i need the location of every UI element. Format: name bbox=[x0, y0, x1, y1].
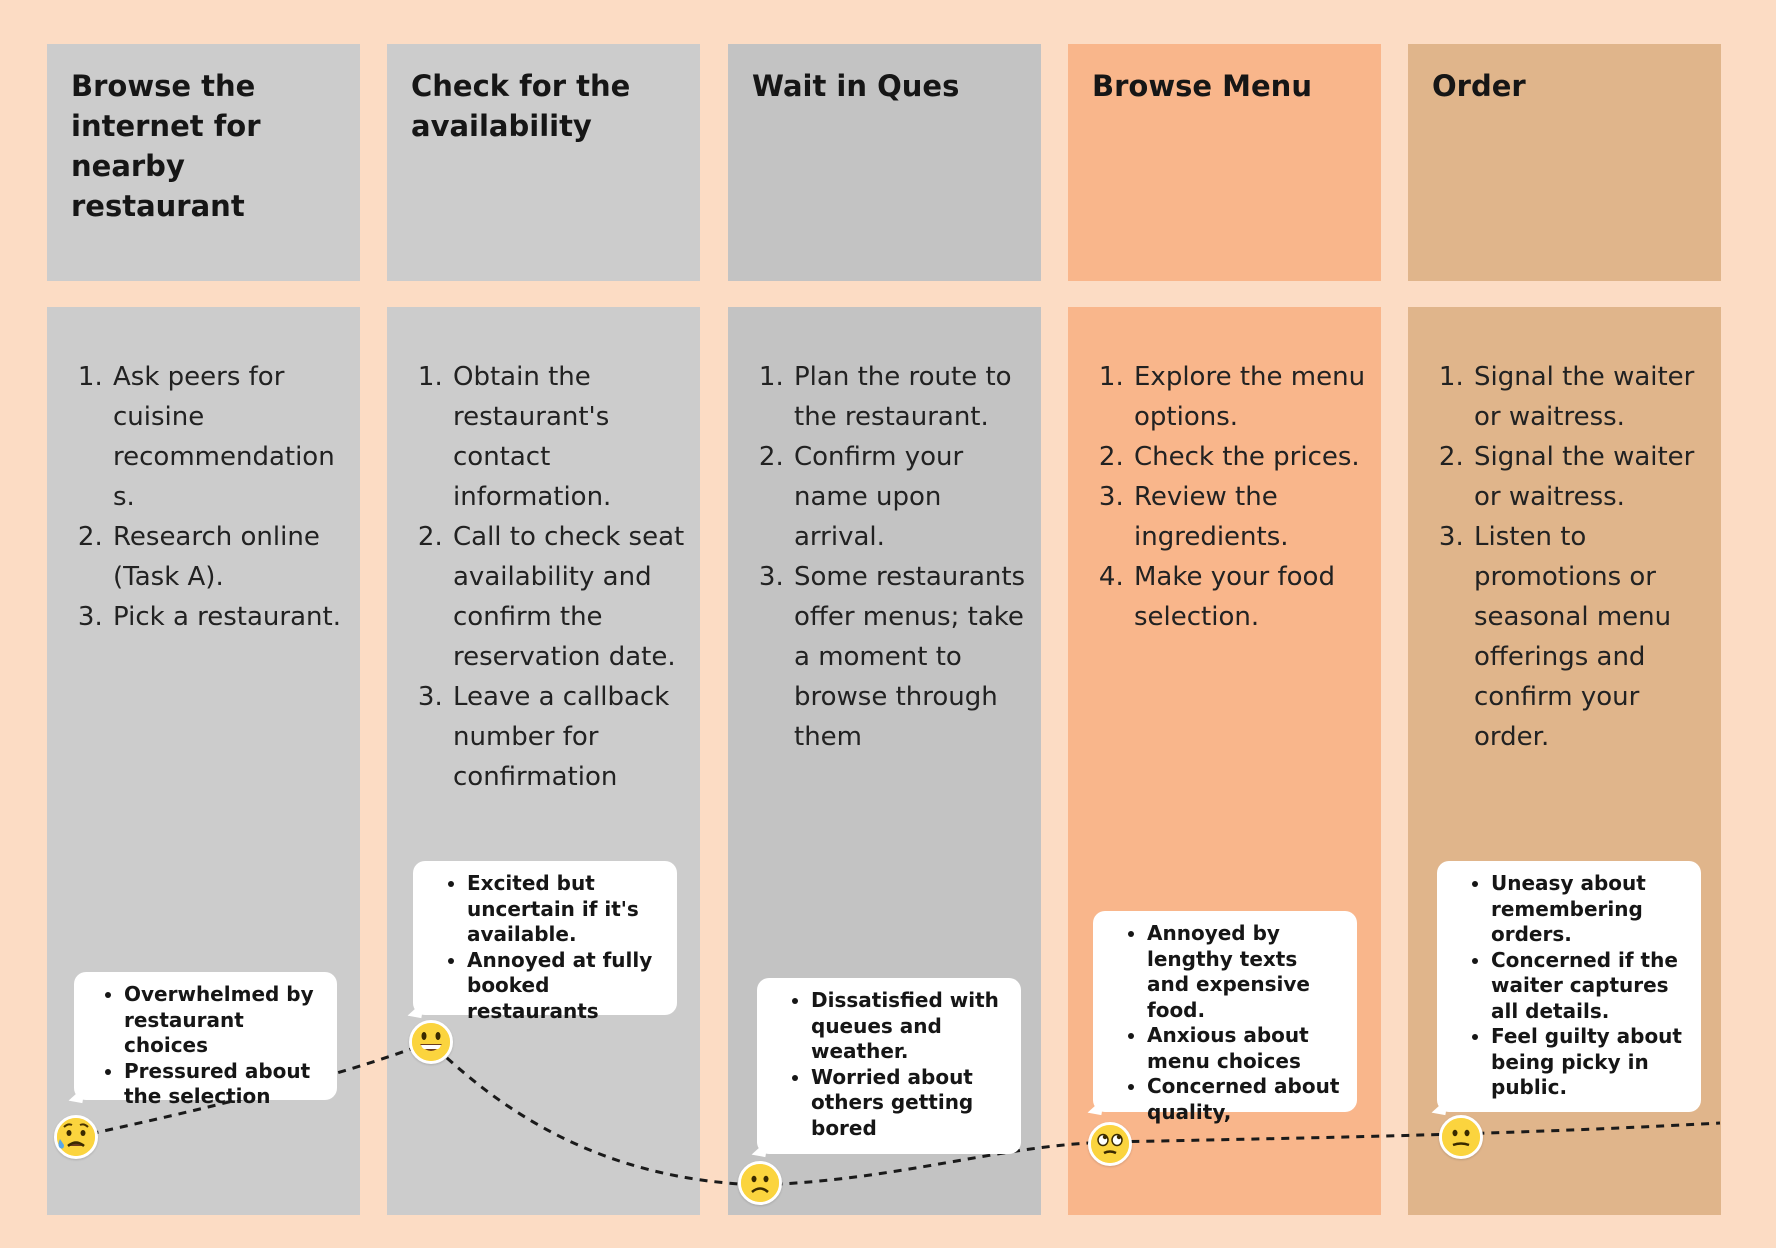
stage-title: Browse Menu bbox=[1092, 69, 1312, 103]
eye-roll-face-icon bbox=[1088, 1122, 1132, 1166]
stage-header-browse-internet: Browse the internet for nearby restauran… bbox=[47, 44, 360, 281]
step-item: Signal the waiter or waitress. bbox=[1472, 357, 1707, 437]
step-item: Review the ingredients. bbox=[1132, 477, 1367, 557]
feeling-item: Anxious about menu choices bbox=[1147, 1023, 1343, 1074]
step-item: Obtain the restaurant's contact informat… bbox=[451, 357, 686, 517]
feeling-item: Dissatisfied with queues and weather. bbox=[811, 988, 1007, 1065]
stage-header-check-availability: Check for the availability bbox=[387, 44, 700, 281]
steps-list: Obtain the restaurant's contact informat… bbox=[417, 357, 686, 797]
feelings-bubble-browse-internet: Overwhelmed by restaurant choices Pressu… bbox=[74, 972, 337, 1108]
stage-title: Order bbox=[1432, 69, 1526, 103]
step-item: Call to check seat availability and conf… bbox=[451, 517, 686, 677]
feeling-item: Overwhelmed by restaurant choices bbox=[124, 982, 323, 1059]
step-item: Signal the waiter or waitress. bbox=[1472, 437, 1707, 517]
step-item: Leave a callback number for confirmation bbox=[451, 677, 686, 797]
step-item: Confirm your name upon arrival. bbox=[792, 437, 1027, 557]
stage-title: Check for the availability bbox=[411, 69, 631, 143]
happy-face-icon bbox=[409, 1020, 453, 1064]
stage-steps-check-availability: Obtain the restaurant's contact informat… bbox=[387, 307, 700, 1215]
feelings-bubble-order: Uneasy about remembering orders. Concern… bbox=[1437, 861, 1701, 1112]
step-item: Explore the menu options. bbox=[1132, 357, 1367, 437]
feelings-bubble-check-availability: Excited but uncertain if it's available.… bbox=[413, 861, 677, 1023]
steps-list: Explore the menu options. Check the pric… bbox=[1098, 357, 1367, 637]
feeling-item: Feel guilty about being picky in public. bbox=[1491, 1024, 1687, 1101]
feelings-list: Uneasy about remembering orders. Concern… bbox=[1445, 871, 1687, 1101]
feelings-bubble-browse-menu: Annoyed by lengthy texts and expensive f… bbox=[1093, 911, 1357, 1124]
steps-list: Signal the waiter or waitress. Signal th… bbox=[1438, 357, 1707, 757]
feeling-item: Uneasy about remembering orders. bbox=[1491, 871, 1687, 948]
step-item: Plan the route to the restaurant. bbox=[792, 357, 1027, 437]
feeling-item: Concerned about quality, bbox=[1147, 1074, 1343, 1125]
confused-face-icon bbox=[1439, 1115, 1483, 1159]
step-item: Ask peers for cuisine recommendation s. bbox=[111, 357, 346, 517]
stage-title: Wait in Ques bbox=[752, 69, 960, 103]
feelings-list: Annoyed by lengthy texts and expensive f… bbox=[1101, 921, 1343, 1125]
step-item: Pick a restaurant. bbox=[111, 597, 346, 637]
step-item: Some restaurants offer menus; take a mom… bbox=[792, 557, 1027, 757]
frowning-face-icon bbox=[738, 1161, 782, 1205]
step-item: Research online (Task A). bbox=[111, 517, 346, 597]
feelings-bubble-wait-in-queue: Dissatisfied with queues and weather. Wo… bbox=[757, 978, 1021, 1154]
feeling-item: Concerned if the waiter captures all det… bbox=[1491, 948, 1687, 1025]
feeling-item: Worried about others getting bored bbox=[811, 1065, 1007, 1142]
stage-header-browse-menu: Browse Menu bbox=[1068, 44, 1381, 281]
feeling-item: Annoyed at fully booked restaurants bbox=[467, 948, 663, 1025]
feeling-item: Pressured about the selection bbox=[124, 1059, 323, 1110]
steps-list: Plan the route to the restaurant. Confir… bbox=[758, 357, 1027, 757]
anxious-sweat-icon bbox=[54, 1115, 98, 1159]
step-item: Check the prices. bbox=[1132, 437, 1367, 477]
step-item: Listen to promotions or seasonal menu of… bbox=[1472, 517, 1707, 757]
stage-header-wait-in-queue: Wait in Ques bbox=[728, 44, 1041, 281]
feeling-item: Excited but uncertain if it's available. bbox=[467, 871, 663, 948]
feelings-list: Dissatisfied with queues and weather. Wo… bbox=[765, 988, 1007, 1141]
feelings-list: Excited but uncertain if it's available.… bbox=[421, 871, 663, 1024]
feelings-list: Overwhelmed by restaurant choices Pressu… bbox=[82, 982, 323, 1110]
stage-header-order: Order bbox=[1408, 44, 1721, 281]
stage-title: Browse the internet for nearby restauran… bbox=[71, 69, 261, 223]
steps-list: Ask peers for cuisine recommendation s. … bbox=[77, 357, 346, 637]
step-item: Make your food selection. bbox=[1132, 557, 1367, 637]
feeling-item: Annoyed by lengthy texts and expensive f… bbox=[1147, 921, 1343, 1023]
